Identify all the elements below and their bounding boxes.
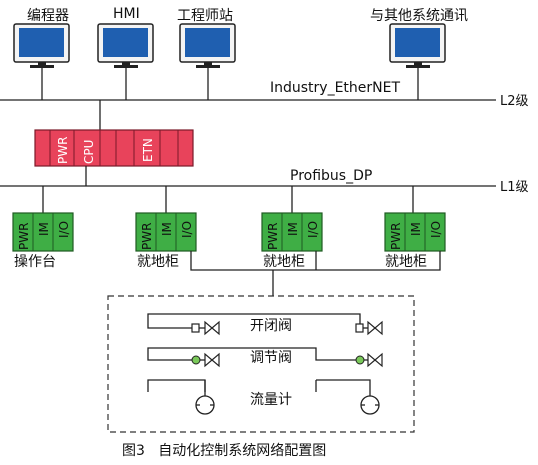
io-module-pwr: PWR — [266, 223, 280, 250]
level-l2-label: L2级 — [500, 94, 529, 109]
device-label-engineer-station: 工程师站 — [177, 8, 233, 24]
io-module-pwr: PWR — [140, 223, 154, 250]
io-module-pwr: PWR — [389, 223, 403, 250]
profibus-label: Profibus_DP — [290, 168, 372, 184]
io-module-im: IM — [37, 222, 51, 236]
monitor-icon — [13, 23, 70, 68]
controller-module-cpu: CPU — [82, 140, 96, 164]
field-devices-area — [107, 295, 415, 433]
on-off-valve-icon — [355, 320, 383, 336]
io-station-local-cabinet — [384, 212, 446, 252]
io-module-io: I/O — [429, 221, 443, 238]
monitor-icon — [389, 23, 446, 68]
io-module-io: I/O — [57, 221, 71, 238]
monitor-icon — [179, 23, 236, 68]
station-label-cabinet: 就地柜 — [137, 254, 179, 270]
io-module-im: IM — [286, 222, 300, 236]
station-label-cabinet: 就地柜 — [385, 254, 427, 270]
control-valve-label: 调节阀 — [250, 350, 292, 366]
io-module-io: I/O — [180, 221, 194, 238]
controller-rack — [34, 129, 194, 167]
ethernet-label: Industry_EtherNET — [270, 80, 400, 96]
io-module-im: IM — [160, 222, 174, 236]
io-module-io: I/O — [306, 221, 320, 238]
io-station-local-cabinet — [261, 212, 323, 252]
control-valve-icon — [191, 352, 220, 368]
on-off-valve-icon — [191, 320, 220, 336]
flowmeter-icon — [360, 392, 380, 415]
device-label-programmer: 编程器 — [27, 8, 69, 24]
flowmeter-icon — [195, 392, 215, 415]
station-label-console: 操作台 — [14, 254, 56, 270]
control-valve-icon — [355, 352, 383, 368]
io-station-console — [12, 212, 74, 252]
device-label-hmi: HMI — [113, 6, 140, 22]
io-module-im: IM — [409, 222, 423, 236]
station-label-cabinet: 就地柜 — [263, 254, 305, 270]
level-l1-label: L1级 — [500, 180, 529, 195]
on-off-valve-label: 开闭阀 — [250, 318, 292, 334]
device-label-other-systems: 与其他系统通讯 — [370, 8, 468, 24]
monitor-icon — [97, 23, 154, 68]
controller-module-etn: ETN — [141, 138, 155, 162]
controller-module-pwr: PWR — [56, 137, 70, 164]
figure-caption: 图3 自动化控制系统网络配置图 — [122, 443, 326, 459]
io-module-pwr: PWR — [17, 223, 31, 250]
flowmeter-label: 流量计 — [250, 392, 292, 408]
io-station-local-cabinet — [135, 212, 197, 252]
